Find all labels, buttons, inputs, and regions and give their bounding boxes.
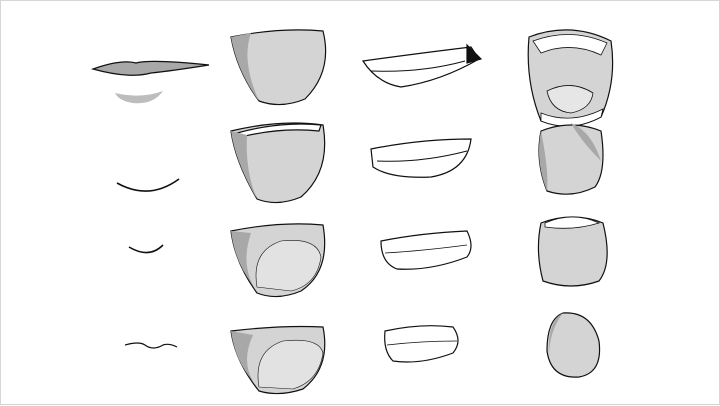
mouth-small-smile-line [128, 244, 164, 254]
mouth-front-open-3-teeth [544, 216, 601, 229]
mouth-open-side-4-shadow [231, 331, 253, 381]
mouth-grin-corner [466, 43, 483, 64]
mouth-front-open-2 [538, 124, 604, 195]
mouth-open-side-3-shadow [231, 231, 253, 285]
mouth-grin-wide-teeth-line [370, 60, 466, 72]
mouth-open-side-4-tongue [257, 339, 324, 390]
mouth-grin-wide [361, 46, 480, 88]
mouth-front-wide-open-upper-teeth [532, 34, 608, 56]
mouth-grin-2-teeth-line [376, 150, 468, 162]
mouth-front-small-open-shadow [548, 313, 563, 357]
mouth-front-wide-open-tongue [546, 85, 594, 114]
mouth-open-side-2-teeth [235, 123, 322, 138]
mouth-open-side-1-shadow [231, 33, 259, 101]
mouth-smile-line [116, 178, 180, 192]
mouth-lips-closed-pout [384, 325, 459, 363]
mouth-front-wide-open-lower-teeth [540, 108, 604, 127]
mouth-front-open-2-shadow [539, 123, 601, 191]
mouth-lips-closed-pout-line [386, 340, 458, 346]
mouth-open-side-2-shadow [231, 131, 257, 199]
mouth-front-small-open [546, 312, 601, 378]
mouth-lower-lip [115, 91, 163, 104]
mouth-teeth-closed-line [384, 244, 468, 254]
mouth-wavy-line [124, 342, 178, 349]
mouth-grin-2 [370, 138, 472, 178]
mouth-open-side-3-tongue [255, 240, 322, 292]
mouth-lips-closed [91, 60, 210, 76]
